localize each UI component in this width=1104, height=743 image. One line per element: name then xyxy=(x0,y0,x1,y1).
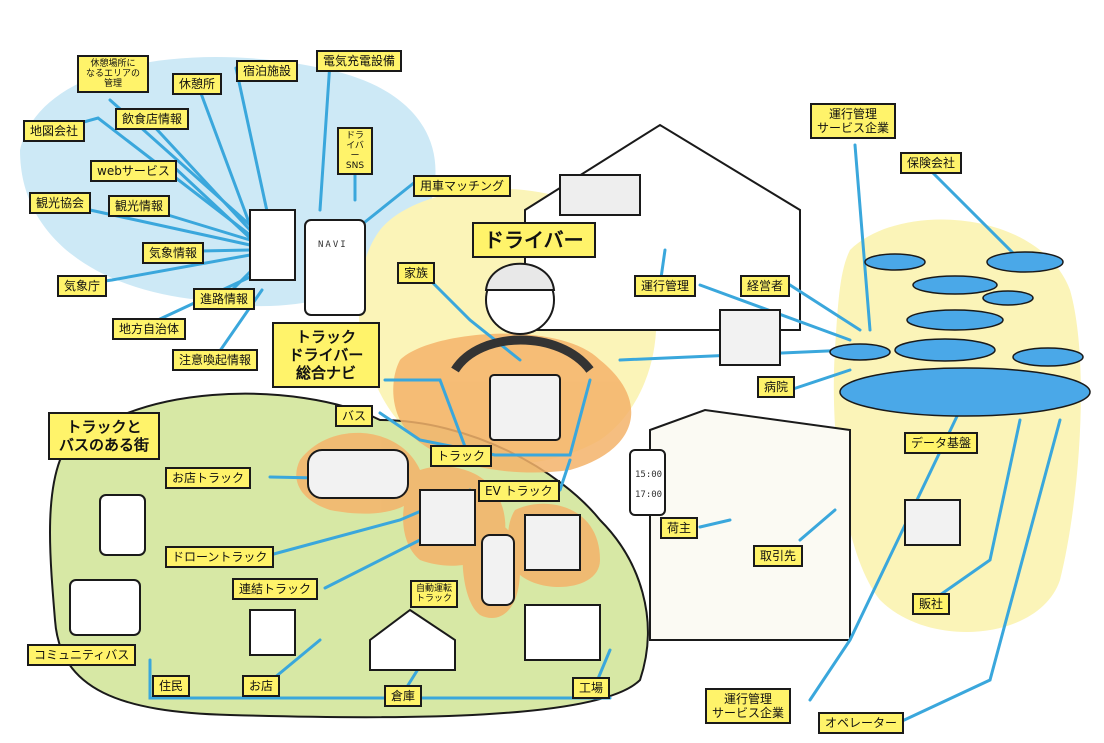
front-truck xyxy=(489,374,561,441)
operator-label: オペレーター xyxy=(818,712,905,734)
autonomous-truck-label: 自動運転 トラック xyxy=(410,580,458,608)
sales-company-label: 販社 xyxy=(912,593,951,615)
data-platform-label: データ基盤 xyxy=(904,432,979,454)
family-label: 家族 xyxy=(397,262,436,284)
driver-cap xyxy=(484,262,556,291)
autonomous-truck-shape xyxy=(481,534,515,606)
warehouse-building xyxy=(369,608,456,671)
hospital-building xyxy=(719,309,781,366)
shipper-label: 荷主 xyxy=(660,517,699,539)
factory-building xyxy=(524,604,601,661)
navi-device xyxy=(249,209,296,281)
local-government-label: 地方自治体 xyxy=(112,318,187,340)
factory-label: 工場 xyxy=(572,677,611,699)
shop-label: お店 xyxy=(242,675,281,697)
insurance-company-label: 保険会社 xyxy=(900,152,963,174)
driver-sns-label: ドライバー SNS xyxy=(337,127,373,175)
community-bus-label: コミュニティバス xyxy=(27,644,137,666)
alert-info-label: 注意喚起情報 xyxy=(172,349,259,371)
ev-charging-label: 電気充電設備 xyxy=(316,50,403,72)
navi-phone-frame xyxy=(304,219,366,316)
bus-shape xyxy=(307,449,409,499)
truck-driver-navi-label: トラック ドライバー 総合ナビ xyxy=(272,322,380,388)
executive-label: 経営者 xyxy=(740,275,791,297)
sales-company-building xyxy=(904,499,961,546)
shop-truck-label: お店トラック xyxy=(165,467,252,489)
rest-area-management-label: 休憩場所に なるエリアの 管理 xyxy=(77,55,149,93)
phone-time-1: 15:00 xyxy=(635,470,663,480)
tourism-association-label: 観光協会 xyxy=(29,192,92,214)
web-service-label: webサービス xyxy=(90,160,177,182)
ops-service-company-top-label: 運行管理 サービス企業 xyxy=(810,103,897,139)
warehouse-label: 倉庫 xyxy=(384,685,423,707)
bus-label: バス xyxy=(335,405,374,427)
vehicle-matching-label: 用車マッチング xyxy=(413,175,512,197)
drone-truck-label: ドローントラック xyxy=(165,546,275,568)
phone-time-2: 17:00 xyxy=(635,490,663,500)
data-platform-glow xyxy=(833,219,1081,633)
driver-label: ドライバー xyxy=(472,222,596,258)
truck-label: トラック xyxy=(430,445,493,467)
data-pools xyxy=(829,251,1091,417)
community-bus-shape xyxy=(69,579,141,636)
navi-screen-text: NAVI xyxy=(318,240,348,250)
hand-phone-bubble xyxy=(99,494,146,556)
camper-truck xyxy=(524,514,581,571)
steering-wheel xyxy=(451,335,594,373)
town-title-label: トラックと バスのある街 xyxy=(48,412,160,460)
lodging-label: 宿泊施設 xyxy=(236,60,299,82)
coupled-truck-label: 連結トラック xyxy=(232,578,319,600)
office-building-outline xyxy=(649,408,851,641)
shop-building xyxy=(249,609,296,656)
warehouse xyxy=(559,174,641,216)
rest-stop-label: 休憩所 xyxy=(172,73,223,95)
residents-label: 住民 xyxy=(152,675,191,697)
ops-management-label: 運行管理 xyxy=(634,275,697,297)
map-company-label: 地図会社 xyxy=(23,120,86,142)
ops-service-company-bottom-label: 運行管理 サービス企業 xyxy=(705,688,792,724)
client-label: 取引先 xyxy=(753,545,804,567)
weather-agency-label: 気象庁 xyxy=(57,275,108,297)
ev-truck-label: EV トラック xyxy=(478,480,560,502)
hospital-label: 病院 xyxy=(757,376,796,398)
weather-info-label: 気象情報 xyxy=(142,242,205,264)
restaurant-info-label: 飲食店情報 xyxy=(115,108,190,130)
road-info-label: 進路情報 xyxy=(193,288,256,310)
illustration-details xyxy=(69,174,961,671)
tourism-info-label: 観光情報 xyxy=(108,195,171,217)
ev-truck-shape xyxy=(419,489,476,546)
phone-schedule xyxy=(629,449,666,516)
